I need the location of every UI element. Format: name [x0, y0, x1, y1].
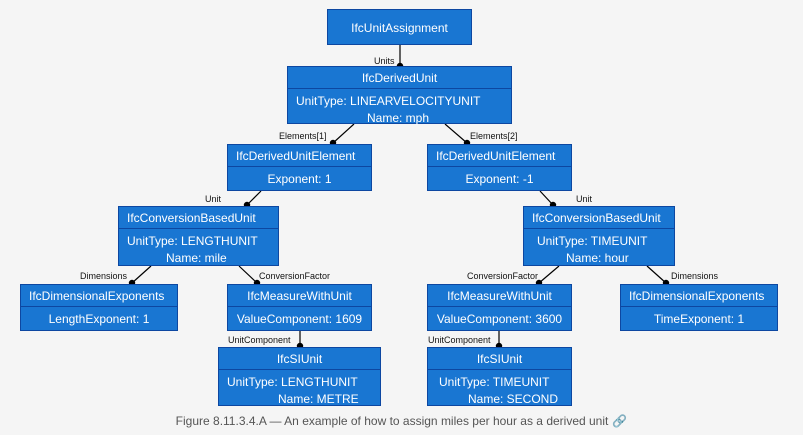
node-ifc-si-unit-metre[interactable]: IfcSIUnit UnitType: LENGTHUNIT Name: MET…: [218, 347, 381, 406]
node-attributes: ValueComponent: 3600: [428, 312, 571, 326]
edge-label-unit-left: Unit: [205, 194, 222, 204]
edge-label-elements-1: Elements[1]: [279, 131, 327, 141]
edge-label-unit-component-right: UnitComponent: [428, 335, 491, 345]
node-title: IfcMeasureWithUnit: [447, 289, 552, 303]
node-title: IfcDerivedUnitElement: [436, 149, 556, 163]
node-attr-unit-type: UnitType: LENGTHUNIT: [227, 375, 358, 389]
node-ifc-unit-assignment[interactable]: IfcUnitAssignment: [327, 9, 472, 45]
node-divider: [428, 369, 571, 370]
node-attr-name: Name: METRE: [278, 392, 359, 406]
node-attr-value-component: ValueComponent: 1609: [236, 312, 363, 326]
node-attributes: UnitType: TIMEUNIT Name: SECOND: [428, 375, 571, 406]
edge-label-unit-component-left: UnitComponent: [228, 335, 291, 345]
node-attr-exponent: Exponent: -1: [465, 172, 534, 186]
node-ifc-dimensional-exponents-time[interactable]: IfcDimensionalExponents TimeExponent: 1: [620, 284, 778, 331]
node-title: IfcSIUnit: [476, 352, 523, 366]
edge-label-units: Units: [374, 56, 395, 66]
link-icon[interactable]: 🔗: [612, 414, 628, 428]
node-divider: [288, 88, 511, 89]
node-attr-exponent: Exponent: 1: [267, 172, 332, 186]
edge-dimensions-left: [131, 265, 152, 284]
node-divider: [428, 306, 571, 307]
node-divider: [219, 369, 380, 370]
node-ifc-dimensional-exponents-length[interactable]: IfcDimensionalExponents LengthExponent: …: [20, 284, 178, 331]
node-attr-unit-type: UnitType: LINEARVELOCITYUNIT: [296, 94, 481, 108]
edge-conversion-factor-left: [238, 265, 258, 284]
edge-label-dimensions-left: Dimensions: [80, 271, 128, 281]
node-attr-time-exponent: TimeExponent: 1: [653, 312, 745, 326]
node-divider: [621, 306, 777, 307]
node-attr-name: Name: mph: [367, 111, 430, 125]
node-attributes: ValueComponent: 1609: [228, 312, 371, 326]
node-ifc-derived-unit-element-2[interactable]: IfcDerivedUnitElement Exponent: -1: [427, 144, 572, 191]
edge-label-conversion-factor-left: ConversionFactor: [259, 271, 331, 281]
node-attr-unit-type: UnitType: LENGTHUNIT: [127, 234, 258, 248]
node-title: IfcDerivedUnit: [361, 71, 438, 85]
node-title: IfcDimensionalExponents: [29, 289, 165, 303]
node-attr-unit-type: UnitType: TIMEUNIT: [439, 375, 550, 389]
node-ifc-derived-unit-element-1[interactable]: IfcDerivedUnitElement Exponent: 1: [227, 144, 372, 191]
node-attr-name: Name: SECOND: [468, 392, 559, 406]
node-title: IfcMeasureWithUnit: [247, 289, 352, 303]
node-attr-value-component: ValueComponent: 3600: [436, 312, 563, 326]
figure-caption: Figure 8.11.3.4.A — An example of how to…: [0, 414, 803, 428]
node-divider: [228, 166, 371, 167]
node-ifc-derived-unit[interactable]: IfcDerivedUnit UnitType: LINEARVELOCITYU…: [287, 66, 512, 125]
node-ifc-measure-with-unit-length[interactable]: IfcMeasureWithUnit ValueComponent: 1609: [227, 284, 372, 331]
node-attr-name: Name: mile: [166, 251, 227, 265]
node-title: IfcDimensionalExponents: [629, 289, 765, 303]
node-attributes: LengthExponent: 1: [21, 312, 177, 326]
node-attributes: Exponent: 1: [228, 172, 371, 186]
node-title: IfcSIUnit: [276, 352, 323, 366]
node-divider: [428, 166, 571, 167]
node-title: IfcUnitAssignment: [351, 21, 448, 35]
node-attributes: TimeExponent: 1: [621, 312, 777, 326]
edge-dimensions-right: [646, 265, 667, 284]
node-ifc-conversion-based-unit-time[interactable]: IfcConversionBasedUnit UnitType: TIMEUNI…: [523, 206, 675, 266]
node-attributes: UnitType: LENGTHUNIT Name: mile: [119, 234, 278, 265]
node-divider: [524, 228, 674, 229]
node-title: IfcDerivedUnitElement: [236, 149, 356, 163]
node-attributes: UnitType: LENGTHUNIT Name: METRE: [219, 375, 380, 406]
node-title: IfcConversionBasedUnit: [127, 211, 256, 225]
node-title: IfcConversionBasedUnit: [532, 211, 661, 225]
edge-elements-1: [332, 123, 355, 144]
node-ifc-measure-with-unit-time[interactable]: IfcMeasureWithUnit ValueComponent: 3600: [427, 284, 572, 331]
node-attr-name: Name: hour: [566, 251, 629, 265]
edge-unit-left: [246, 190, 262, 206]
node-divider: [228, 306, 371, 307]
node-ifc-conversion-based-unit-length[interactable]: IfcConversionBasedUnit UnitType: LENGTHU…: [118, 206, 279, 266]
edge-label-conversion-factor-right: ConversionFactor: [467, 271, 539, 281]
node-attributes: Exponent: -1: [428, 172, 571, 186]
node-divider: [119, 228, 278, 229]
node-ifc-si-unit-second[interactable]: IfcSIUnit UnitType: TIMEUNIT Name: SECON…: [427, 347, 572, 406]
edge-label-unit-right: Unit: [576, 194, 593, 204]
edge-label-elements-2: Elements[2]: [470, 131, 518, 141]
edge-conversion-factor-right: [538, 265, 560, 284]
edge-elements-2: [444, 123, 468, 144]
figure-caption-text: Figure 8.11.3.4.A — An example of how to…: [175, 414, 609, 428]
node-divider: [21, 306, 177, 307]
node-attr-length-exponent: LengthExponent: 1: [48, 312, 150, 326]
edge-label-dimensions-right: Dimensions: [671, 271, 719, 281]
node-attributes: UnitType: LINEARVELOCITYUNIT Name: mph: [288, 94, 511, 125]
node-attr-unit-type: UnitType: TIMEUNIT: [537, 234, 648, 248]
node-attributes: UnitType: TIMEUNIT Name: hour: [524, 234, 674, 265]
